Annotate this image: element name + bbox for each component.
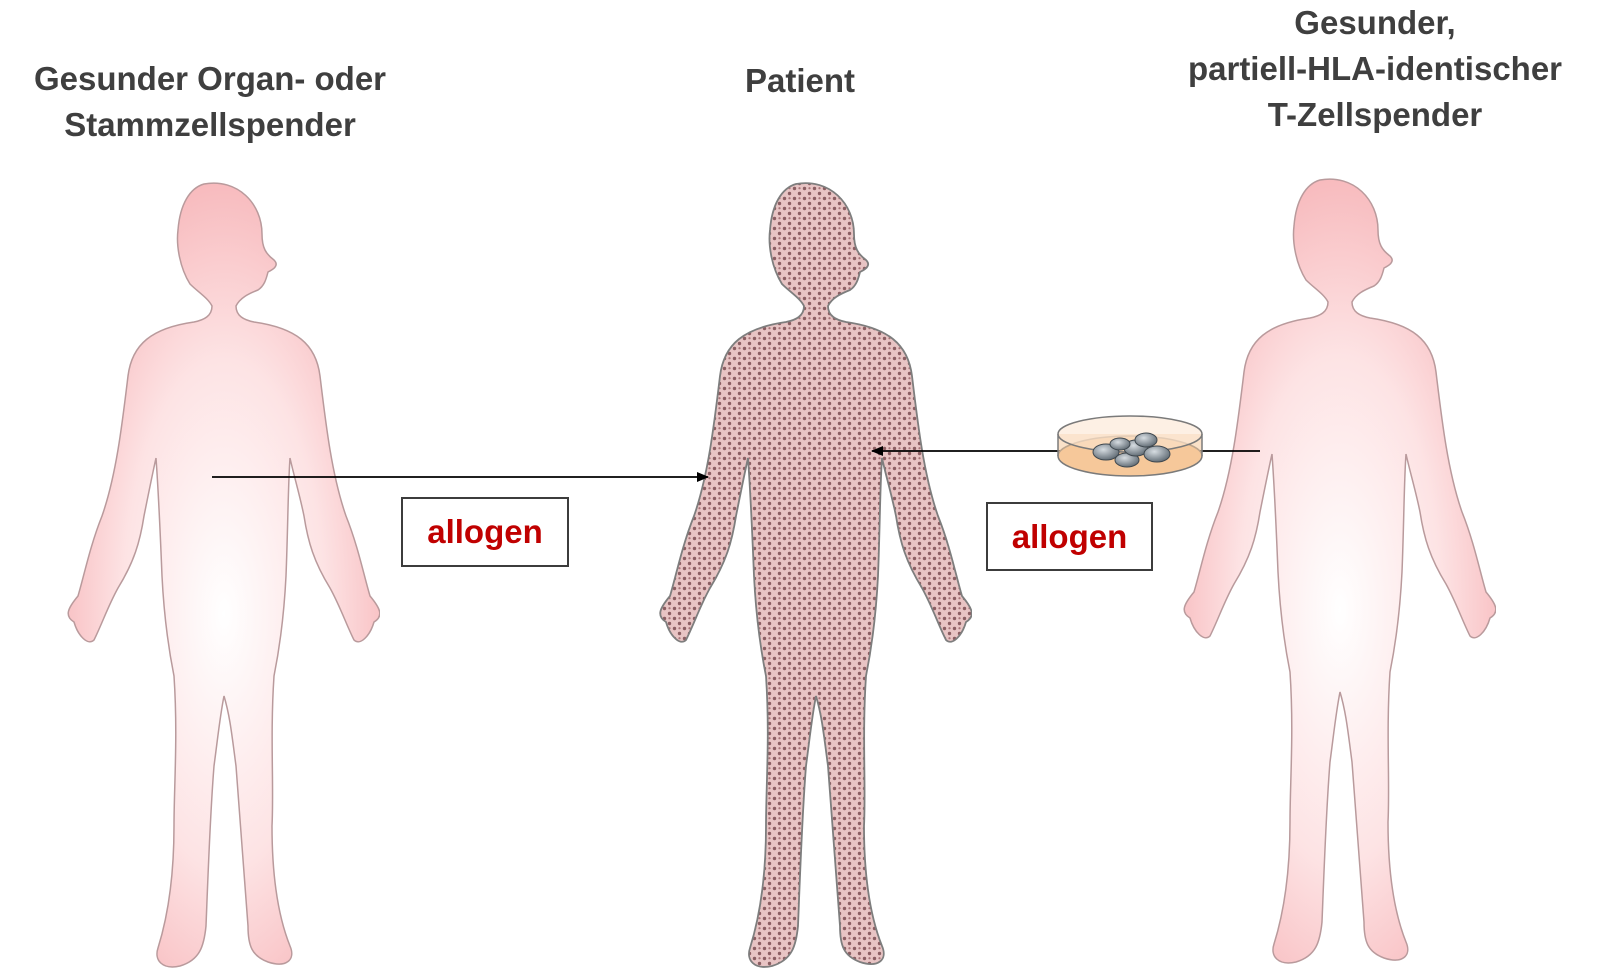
right-donor-heading-line-3: T-Zellspender <box>1140 92 1610 138</box>
right-donor-heading-line-1: Gesunder, <box>1140 0 1610 46</box>
right-donor-heading-line-2: partiell-HLA-identischer <box>1140 46 1610 92</box>
allogen-label-left: allogen <box>401 497 569 567</box>
patient-heading-line-1: Patient <box>690 58 910 104</box>
left-donor-heading-line-1: Gesunder Organ- oder <box>0 56 420 102</box>
right-donor-heading: Gesunder, partiell-HLA-identischer T-Zel… <box>1140 0 1610 138</box>
patient-figure <box>660 183 972 967</box>
petri-dish-icon <box>1058 416 1202 476</box>
left-donor-heading: Gesunder Organ- oder Stammzellspender <box>0 56 420 148</box>
left-donor-heading-line-2: Stammzellspender <box>0 102 420 148</box>
patient-heading: Patient <box>690 58 910 104</box>
right-donor-figure <box>1184 179 1496 963</box>
allogen-label-right: allogen <box>986 502 1153 571</box>
left-donor-figure <box>68 183 380 967</box>
